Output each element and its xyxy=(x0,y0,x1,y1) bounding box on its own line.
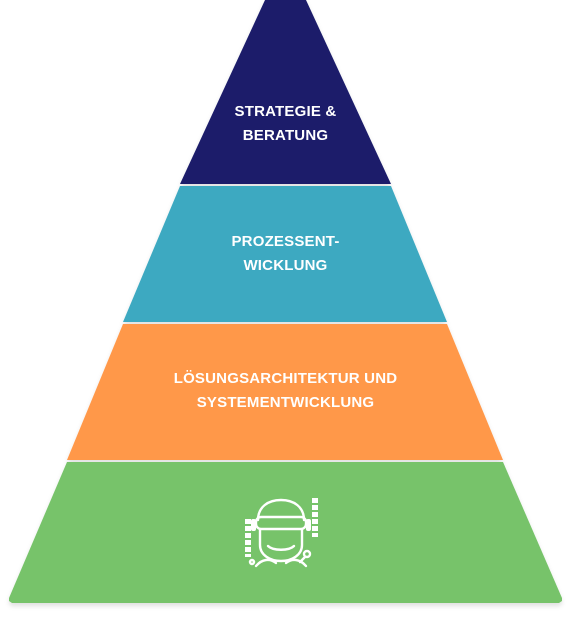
robot-head-icon xyxy=(248,498,312,568)
tier-process xyxy=(123,186,447,322)
tier-process-line-2: WICKLUNG xyxy=(243,257,328,274)
signal-bars-left-icon xyxy=(245,519,251,557)
tier-architecture-line-2: SYSTEMENTWICKLUNG xyxy=(196,394,375,411)
tier-architecture-label: LÖSUNGSARCHITEKTUR UND SYSTEMENTWICKLUNG xyxy=(0,367,571,415)
tier-process-line-1: PROZESSENT- xyxy=(231,233,340,250)
signal-bars-right-icon xyxy=(312,498,318,537)
tier-architecture xyxy=(67,324,503,460)
tier-strategy xyxy=(180,0,391,184)
tier-base xyxy=(9,462,562,603)
tier-architecture-line-1: LÖSUNGSARCHITEKTUR UND xyxy=(173,370,398,387)
tier-strategy-line-1: STRATEGIE & xyxy=(234,103,337,120)
tier-strategy-line-2: BERATUNG xyxy=(242,127,329,144)
tier-process-label: PROZESSENT- WICKLUNG xyxy=(0,230,571,278)
tier-strategy-label: STRATEGIE & BERATUNG xyxy=(0,100,571,148)
